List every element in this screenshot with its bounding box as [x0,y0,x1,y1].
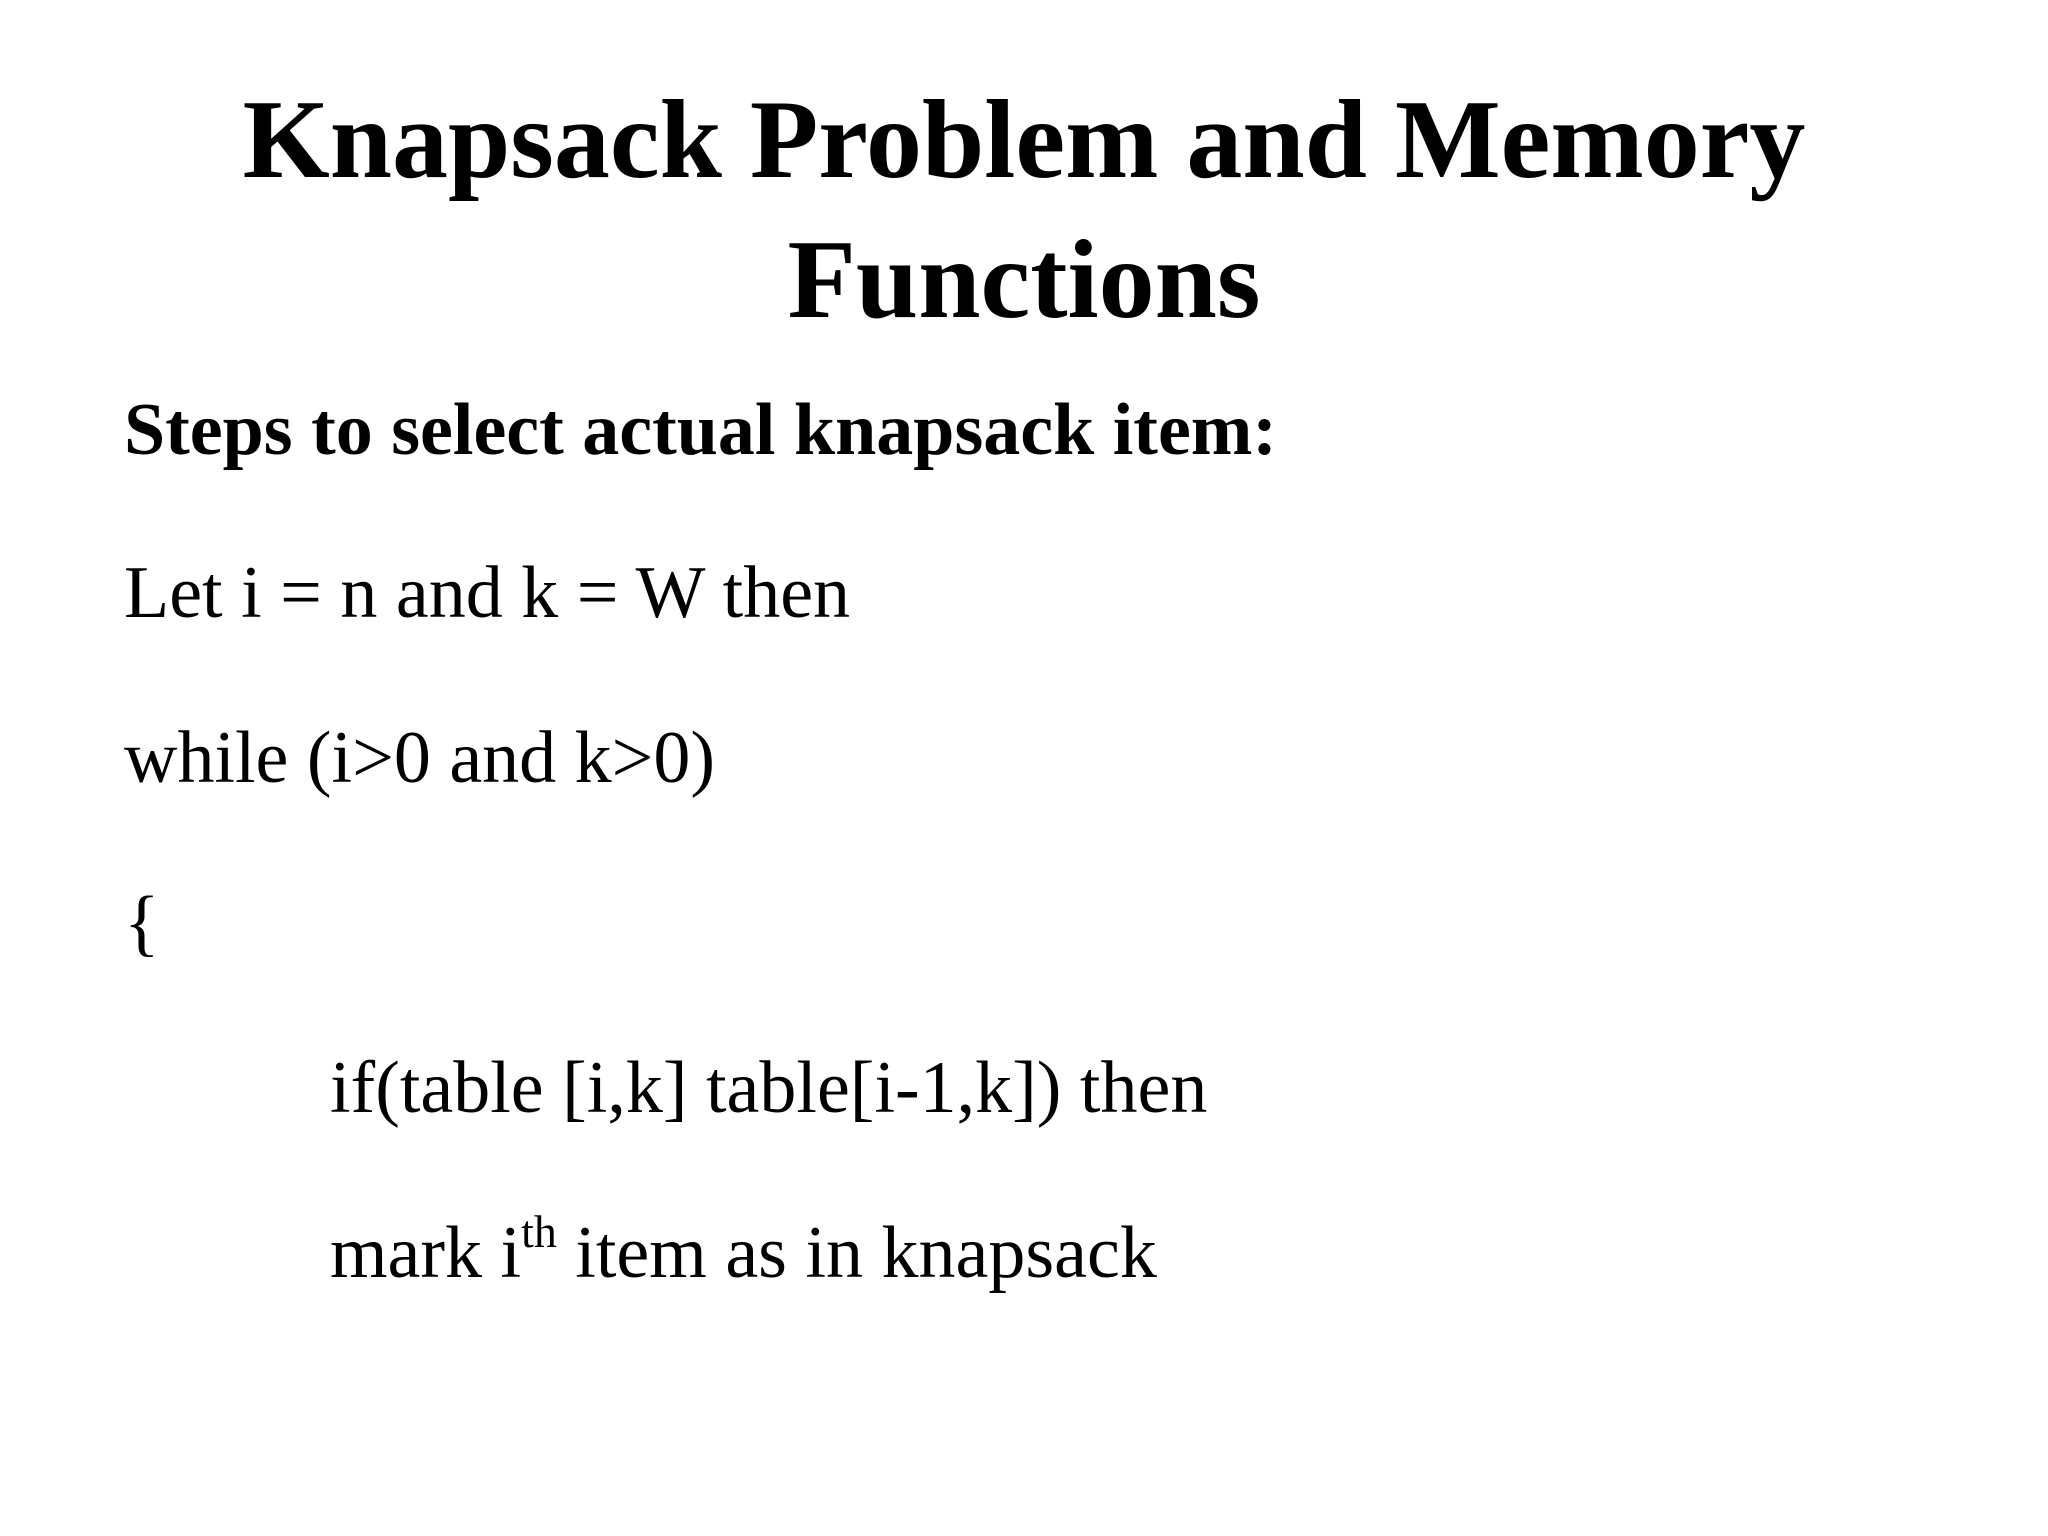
slide-title-line-2: Functions [787,218,1261,342]
code-line-while: while (i>0 and k>0) [124,717,716,799]
code-line-init: Let i = n and k = W then [124,552,851,634]
code-line-mark: mark ith item as in knapsack [330,1208,1157,1298]
code-line-open-brace: { [124,882,160,964]
slide-title-line-1: Knapsack Problem and Memory [242,78,1806,202]
mark-text-after: item as in knapsack [556,1212,1157,1294]
code-line-if: if(table [i,k] table[i-1,k]) then [330,1047,1208,1129]
steps-heading: Steps to select actual knapsack item: [124,389,1278,471]
slide-title: Knapsack Problem and Memory Functions [0,70,2048,350]
mark-superscript: th [521,1206,557,1258]
mark-text-before: mark i [330,1212,522,1294]
